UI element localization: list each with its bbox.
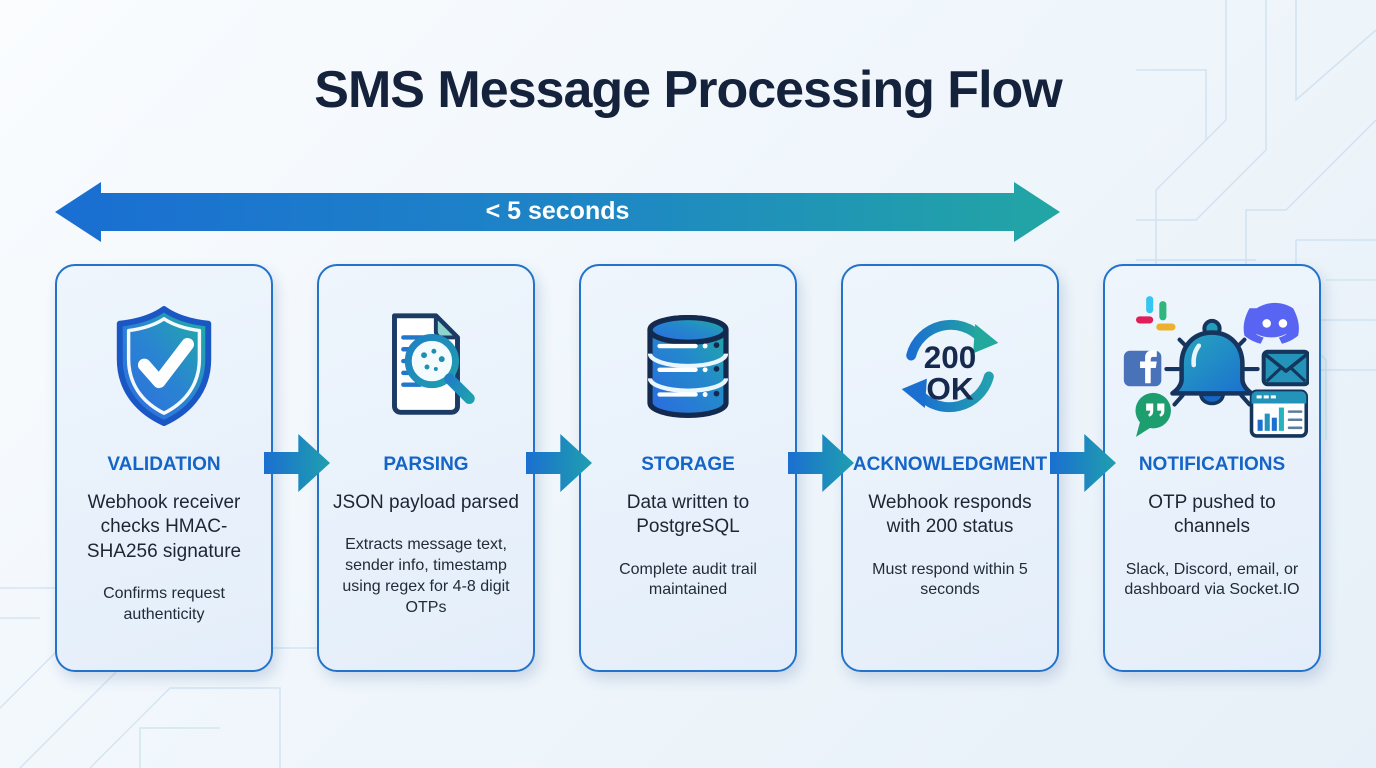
step-card-storage: STORAGE Data written to PostgreSQL Compl… xyxy=(579,264,797,672)
status-code-text: 200 xyxy=(924,339,977,375)
step-card-acknowledgment: 200 OK ACKNOWLEDGMENT Webhook responds w… xyxy=(841,264,1059,672)
step-title: VALIDATION xyxy=(107,454,221,475)
document-search-icon xyxy=(366,286,486,446)
step-card-parsing: PARSING JSON payload parsed Extracts mes… xyxy=(317,264,535,672)
double-arrow-icon xyxy=(55,182,1060,242)
step-note: Extracts message text, sender info, time… xyxy=(342,536,510,616)
step-description: OTP pushed to channels xyxy=(1148,492,1276,538)
slack-icon xyxy=(1136,296,1176,331)
process-steps: VALIDATION Webhook receiver checks HMAC-… xyxy=(55,264,1321,672)
step-title: ACKNOWLEDGMENT xyxy=(852,454,1048,475)
step-title: STORAGE xyxy=(641,454,735,475)
notification-channels-icon xyxy=(1115,286,1309,446)
shield-check-icon xyxy=(105,286,223,446)
status-ok-text: OK xyxy=(926,371,973,407)
step-card-validation: VALIDATION Webhook receiver checks HMAC-… xyxy=(55,264,273,672)
dashboard-icon xyxy=(1249,389,1309,438)
bell-icon xyxy=(1170,318,1254,406)
step-card-notifications: NOTIFICATIONS OTP pushed to channels Sla… xyxy=(1103,264,1321,672)
timeline-label: < 5 seconds xyxy=(485,196,630,225)
step-description: Webhook receiver checks HMAC-SHA256 sign… xyxy=(86,492,242,562)
step-title: NOTIFICATIONS xyxy=(1138,454,1286,475)
step-description: Webhook responds with 200 status xyxy=(868,492,1032,538)
hangouts-icon xyxy=(1135,392,1171,437)
step-description: Data written to PostgreSQL xyxy=(626,492,750,538)
step-note: Must respond within 5 seconds xyxy=(872,560,1028,599)
step-note: Confirms request authenticity xyxy=(103,584,225,623)
email-icon xyxy=(1261,349,1309,387)
step-description: JSON payload parsed xyxy=(333,492,519,513)
facebook-icon xyxy=(1123,350,1162,387)
http-200-cycle-icon: 200 OK xyxy=(887,286,1013,446)
timeline-arrow: < 5 seconds xyxy=(55,180,1060,244)
step-note: Complete audit trail maintained xyxy=(619,560,757,599)
database-icon xyxy=(631,286,745,446)
step-note: Slack, Discord, email, or dashboard via … xyxy=(1124,560,1300,599)
discord-icon xyxy=(1243,302,1299,344)
page-title: SMS Message Processing Flow xyxy=(314,61,1062,119)
step-title: PARSING xyxy=(383,454,469,475)
